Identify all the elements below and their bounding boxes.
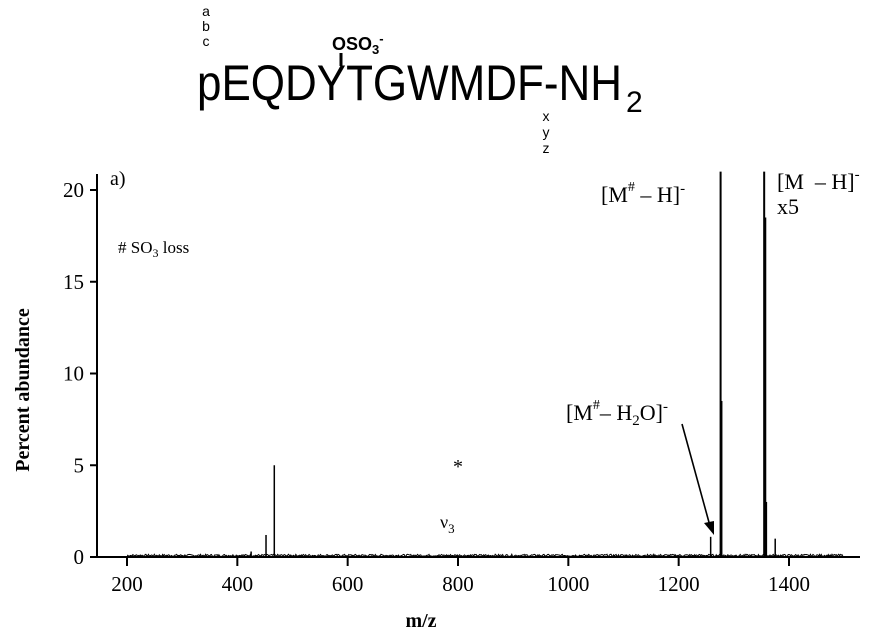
h2o-loss-arrow [681, 423, 714, 535]
mh-scale-label: x5 [777, 194, 799, 219]
fragment-label-x: x [543, 108, 550, 124]
sequence-text: pEQDYTGWMDF-NH [197, 55, 622, 111]
x-tick-label: 1000 [547, 572, 589, 596]
y-axis-label: Percent abundance [12, 308, 34, 472]
so3-loss-note: # SO3 loss [118, 238, 189, 260]
mhash-label: [M# – H]- [601, 180, 685, 207]
x-tick-label: 1200 [658, 572, 700, 596]
x-ticks: 200 400 600 800 1000 1200 1400 [111, 557, 810, 596]
y-ticks: 0 5 10 15 20 [63, 178, 97, 569]
axes [96, 174, 860, 558]
x-axis-label: m/z [405, 610, 436, 632]
x-tick-label: 400 [222, 572, 254, 596]
fragment-label-z: z [543, 140, 550, 156]
panel-label: a) [110, 168, 126, 190]
peptide-sequence: a b c OSO3- pEQDYTGWMDF-NH 2 x y z [197, 3, 643, 156]
sequence-subscript: 2 [626, 86, 643, 119]
y-tick-label: 0 [74, 545, 85, 569]
star-label: * [453, 456, 463, 478]
x-tick-label: 600 [332, 572, 364, 596]
mh-label: [M – H]- [777, 167, 860, 194]
sulfate-label: OSO3- [332, 31, 384, 57]
peak-series [250, 171, 776, 557]
x-tick-label: 200 [111, 572, 143, 596]
fragment-label-a: a [202, 3, 210, 19]
h2o-loss-label: [M#– H2O]- [566, 398, 668, 429]
x-tick-label: 800 [442, 572, 474, 596]
fragment-label-b: b [202, 18, 210, 34]
y-tick-label: 5 [74, 453, 85, 477]
y-tick-label: 10 [63, 362, 84, 386]
y-tick-label: 15 [63, 270, 84, 294]
fragment-label-c: c [203, 33, 210, 49]
y-tick-label: 20 [63, 178, 84, 202]
baseline-noise [126, 553, 844, 558]
fragment-label-y: y [543, 124, 550, 140]
v3-label: ν3 [440, 512, 455, 536]
x-tick-label: 1400 [768, 572, 810, 596]
